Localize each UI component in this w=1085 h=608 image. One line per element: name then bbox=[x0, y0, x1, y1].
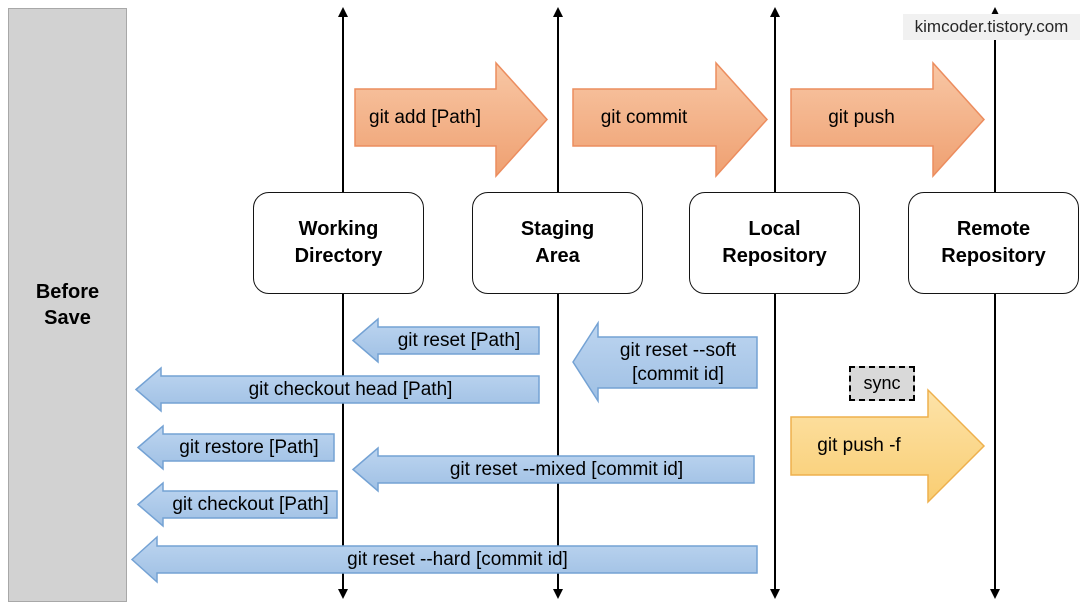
arrow-git-reset-mixed: git reset --mixed [commit id] bbox=[351, 446, 755, 493]
stage-label: Staging Area bbox=[520, 218, 595, 267]
sync-badge: sync bbox=[849, 366, 915, 401]
stage-box-remote-repository: Remote Repository bbox=[908, 192, 1079, 294]
arrow-git-reset-hard-label: git reset --hard [commit id] bbox=[347, 548, 568, 570]
arrow-git-push-label: git push bbox=[828, 106, 895, 128]
timeline-staging-area bbox=[553, 7, 563, 599]
arrow-git-reset-path-label: git reset [Path] bbox=[397, 329, 521, 351]
arrow-git-add-label: git add [Path] bbox=[369, 106, 481, 128]
stage-box-working-directory: Working Directory bbox=[253, 192, 424, 294]
arrow-git-reset-soft-label: git reset --soft [commit id] bbox=[619, 339, 737, 385]
arrow-git-commit: git commit bbox=[572, 61, 769, 178]
arrow-git-checkout: git checkout [Path] bbox=[136, 481, 338, 528]
arrow-git-reset-path: git reset [Path] bbox=[351, 317, 540, 364]
arrow-git-push: git push bbox=[790, 61, 986, 178]
watermark: kimcoder.tistory.com bbox=[903, 14, 1080, 40]
sync-label: sync bbox=[863, 373, 901, 393]
arrow-git-checkout-head-label: git checkout head [Path] bbox=[248, 378, 453, 400]
arrow-git-reset-hard: git reset --hard [commit id] bbox=[130, 535, 758, 584]
watermark-text: kimcoder.tistory.com bbox=[914, 17, 1069, 36]
arrow-git-reset-soft: git reset --soft [commit id] bbox=[572, 320, 758, 404]
before-save-label: Before Save bbox=[35, 281, 100, 329]
stage-label: Remote Repository bbox=[941, 218, 1046, 267]
timeline-local-repository bbox=[770, 7, 780, 599]
arrow-git-push-force: git push -f bbox=[790, 388, 986, 504]
stage-box-staging-area: Staging Area bbox=[472, 192, 643, 294]
stage-label: Working Directory bbox=[294, 218, 383, 267]
arrow-git-checkout-head: git checkout head [Path] bbox=[134, 366, 540, 413]
arrow-git-reset-mixed-label: git reset --mixed [commit id] bbox=[449, 458, 684, 480]
arrow-git-add: git add [Path] bbox=[354, 61, 549, 178]
timeline-remote-repository bbox=[990, 7, 1000, 599]
before-save-panel: Before Save bbox=[8, 8, 127, 602]
arrow-git-commit-label: git commit bbox=[600, 106, 688, 128]
timeline-working-directory bbox=[338, 7, 348, 599]
stage-label: Local Repository bbox=[722, 218, 827, 267]
arrow-git-restore-label: git restore [Path] bbox=[179, 436, 319, 458]
arrow-git-checkout-label: git checkout [Path] bbox=[172, 493, 329, 515]
arrow-git-push-force-label: git push -f bbox=[817, 435, 901, 457]
arrow-git-restore: git restore [Path] bbox=[136, 424, 335, 471]
stage-box-local-repository: Local Repository bbox=[689, 192, 860, 294]
